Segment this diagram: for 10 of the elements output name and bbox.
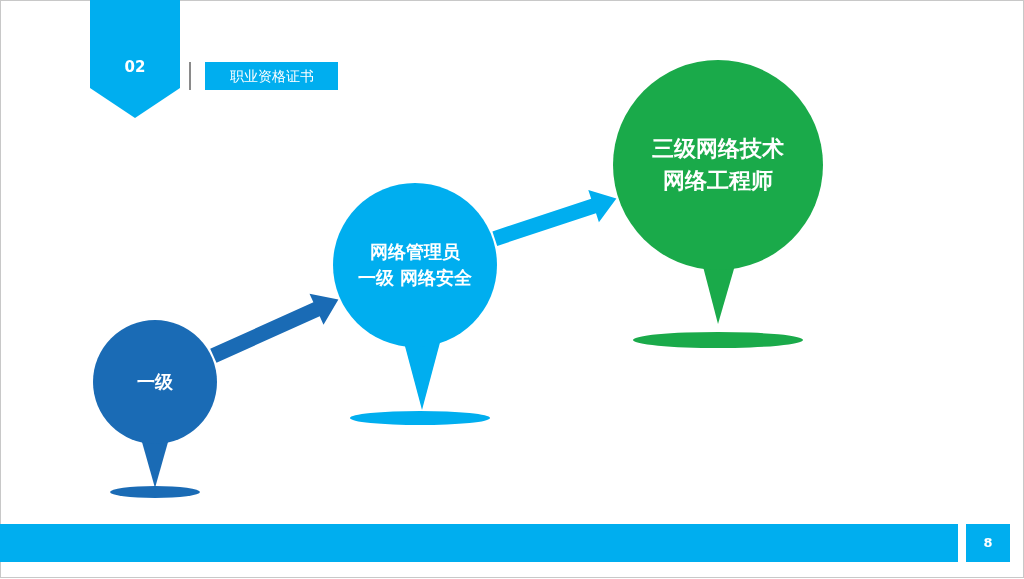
section-title: 职业资格证书 xyxy=(205,62,338,90)
pin-label: 网络工程师 xyxy=(663,167,773,195)
pin-label: 三级网络技术 xyxy=(652,135,784,164)
chevron-arrow xyxy=(210,293,339,363)
chevron-arrow xyxy=(492,189,617,246)
pin-label: 网络管理员 xyxy=(370,239,460,264)
pin-label: 一级 网络安全 xyxy=(357,266,473,290)
section-number: 02 xyxy=(90,52,180,84)
pin-label: 一级 xyxy=(137,369,173,394)
page-number: 8 xyxy=(966,524,1010,562)
